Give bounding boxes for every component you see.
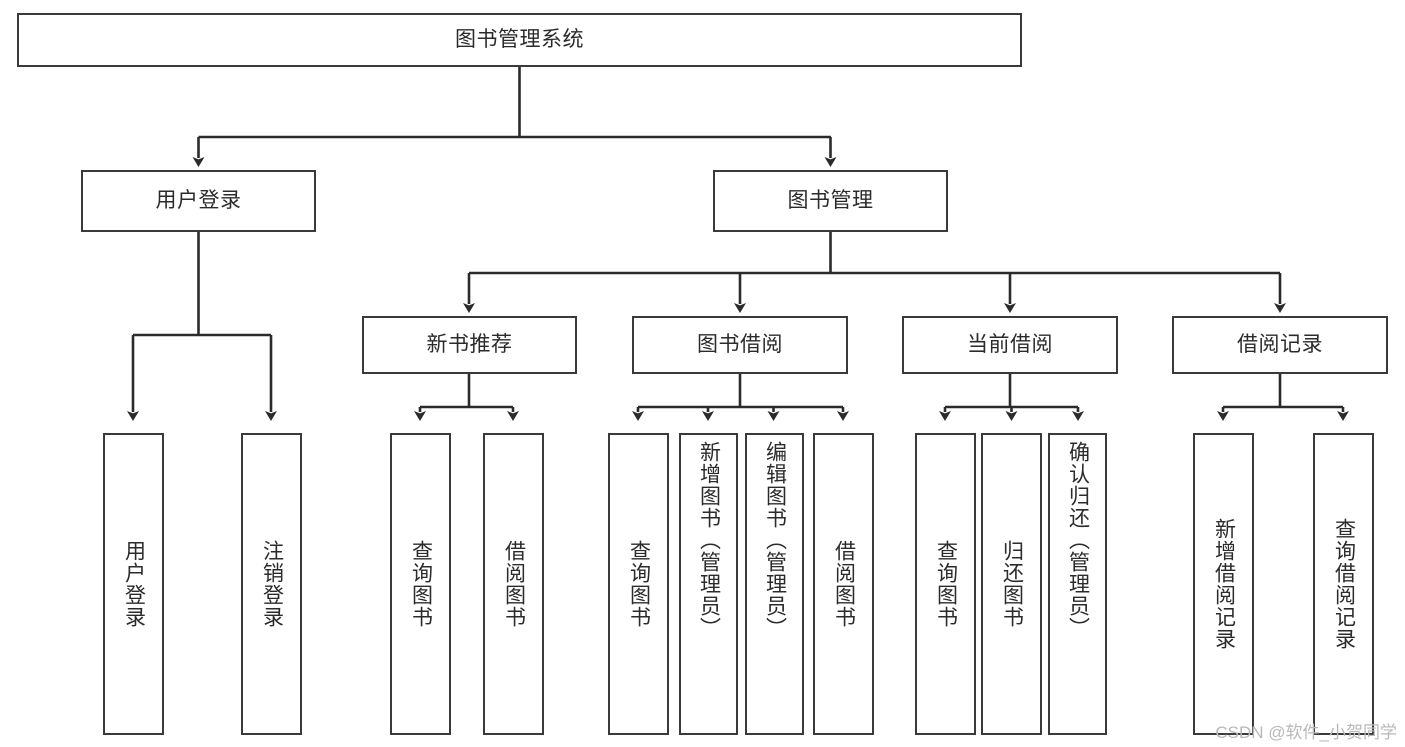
leaf-new-book-borrow-label: 借阅图书 (502, 540, 526, 628)
leaf-borrow-record-add[interactable]: 新增借阅记录 (1193, 433, 1254, 735)
node-new-book-recommend[interactable]: 新书推荐 (362, 316, 577, 374)
node-current-borrow-label: 当前借阅 (967, 333, 1053, 357)
node-book-borrow-label: 图书借阅 (697, 333, 783, 357)
leaf-book-borrow-borrow[interactable]: 借阅图书 (813, 433, 874, 735)
leaf-current-borrow-query-label: 查询图书 (934, 540, 958, 628)
leaf-book-borrow-edit-label: 编辑图书（管理员） (763, 441, 787, 639)
leaf-book-borrow-edit[interactable]: 编辑图书（管理员） (745, 433, 804, 735)
leaf-current-borrow-query[interactable]: 查询图书 (915, 433, 976, 735)
node-book-management-label: 图书管理 (787, 189, 874, 213)
node-current-borrow[interactable]: 当前借阅 (902, 316, 1118, 374)
node-new-book-recommend-label: 新书推荐 (426, 333, 513, 357)
leaf-book-borrow-query-label: 查询图书 (627, 540, 651, 628)
leaf-current-borrow-return-label: 归还图书 (1000, 540, 1024, 628)
leaf-borrow-record-query[interactable]: 查询借阅记录 (1313, 433, 1374, 735)
node-user-login-label: 用户登录 (155, 189, 242, 213)
node-root-label: 图书管理系统 (455, 28, 584, 52)
node-root[interactable]: 图书管理系统 (17, 13, 1022, 67)
leaf-book-borrow-add-label: 新增图书（管理员） (697, 441, 721, 639)
leaf-current-borrow-confirm-label: 确认归还（管理员） (1066, 441, 1090, 639)
leaf-user-login-login[interactable]: 用户登录 (103, 433, 164, 735)
leaf-user-login-logout[interactable]: 注销登录 (241, 433, 302, 735)
watermark: CSDN @软件_小贺同学 (1215, 723, 1397, 742)
leaf-new-book-query-label: 查询图书 (409, 540, 433, 628)
leaf-borrow-record-add-label: 新增借阅记录 (1212, 518, 1236, 650)
leaf-book-borrow-add[interactable]: 新增图书（管理员） (679, 433, 738, 735)
leaf-new-book-borrow[interactable]: 借阅图书 (483, 433, 544, 735)
leaf-user-login-login-label: 用户登录 (122, 540, 146, 628)
node-borrow-record[interactable]: 借阅记录 (1172, 316, 1388, 374)
leaf-current-borrow-confirm[interactable]: 确认归还（管理员） (1048, 433, 1107, 735)
node-borrow-record-label: 借阅记录 (1237, 333, 1323, 357)
leaf-borrow-record-query-label: 查询借阅记录 (1332, 518, 1356, 650)
leaf-new-book-query[interactable]: 查询图书 (390, 433, 451, 735)
node-user-login[interactable]: 用户登录 (81, 170, 316, 232)
leaf-user-login-logout-label: 注销登录 (260, 540, 284, 628)
node-book-management[interactable]: 图书管理 (713, 170, 948, 232)
leaf-current-borrow-return[interactable]: 归还图书 (981, 433, 1042, 735)
node-book-borrow[interactable]: 图书借阅 (632, 316, 848, 374)
leaf-book-borrow-borrow-label: 借阅图书 (832, 540, 856, 628)
leaf-book-borrow-query[interactable]: 查询图书 (608, 433, 669, 735)
